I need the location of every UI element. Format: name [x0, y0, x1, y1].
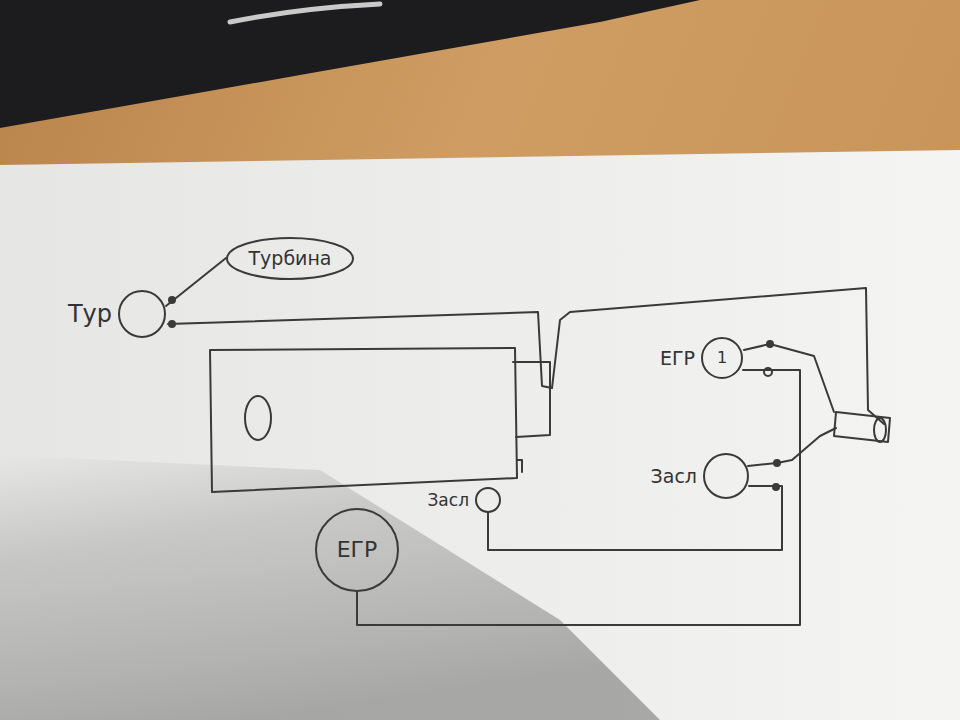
component-circle — [118, 290, 166, 338]
wiring-sketch — [168, 288, 890, 492]
circle-outline — [118, 290, 166, 338]
wire-connector — [166, 258, 226, 306]
valve-circle: ЕГР — [315, 508, 399, 592]
sensor-circle: Тур — [68, 290, 166, 338]
wire-connector — [357, 370, 800, 625]
component-circle — [703, 453, 749, 499]
component-circle — [475, 487, 501, 513]
component-label: Засл — [651, 466, 697, 487]
component-label: Засл — [427, 491, 469, 510]
valve-circle: ЕГР 1 — [660, 337, 743, 379]
turbine-oval: Турбина — [226, 237, 354, 280]
component-label: ЕГР — [660, 348, 695, 369]
flap-circle: Засл — [651, 453, 749, 499]
circle-outline — [475, 487, 501, 513]
node-label: ЕГР — [337, 538, 378, 562]
node-label: Турбина — [248, 248, 331, 269]
circle-mark: 1 — [717, 349, 727, 367]
flap-circle: Засл — [427, 487, 501, 513]
circle-outline — [703, 453, 749, 499]
component-label: Тур — [68, 301, 112, 327]
component-circle: 1 — [701, 337, 743, 379]
